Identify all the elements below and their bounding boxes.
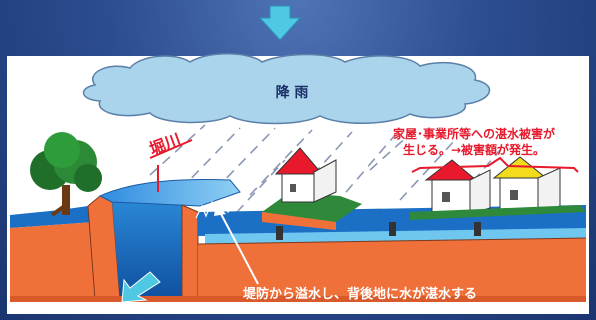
house-yellow-roof-icon bbox=[492, 156, 561, 213]
rain-streaks bbox=[149, 124, 501, 226]
damage-bracket bbox=[411, 156, 579, 173]
rain-cloud bbox=[82, 53, 491, 125]
pointer-arrow-icon bbox=[214, 204, 259, 285]
river-marker bbox=[149, 139, 193, 192]
flow-arrow-icon bbox=[121, 271, 161, 303]
bottom-caption: 堤防から溢水し、背後地に水が湛水する bbox=[243, 286, 477, 302]
damage-text-line1: 家屋･事業所等への湛水被害が bbox=[393, 126, 555, 141]
down-arrow-icon bbox=[258, 5, 302, 41]
tree-icon bbox=[30, 132, 102, 217]
damage-text-line2: 生じる。→被害額が発生。 bbox=[403, 142, 545, 157]
rain-label: 降 雨 bbox=[276, 84, 309, 101]
drain-pipe-icon bbox=[276, 222, 481, 240]
house-on-mound-icon bbox=[262, 147, 362, 230]
river-label: 堀川 bbox=[147, 130, 184, 159]
